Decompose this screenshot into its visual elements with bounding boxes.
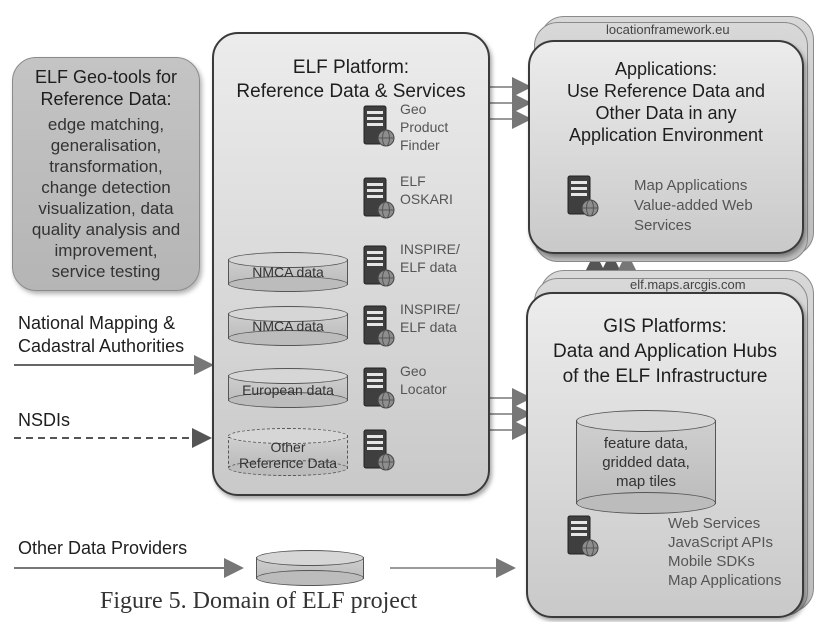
figure-caption: Figure 5. Domain of ELF project (100, 588, 418, 614)
gis-title: GIS Platforms: Data and Application Hubs… (553, 316, 777, 387)
geo-tools-item: improvement, (54, 241, 158, 260)
server-icon (362, 428, 395, 471)
geo-tools-list: edge matching, generalisation, transform… (13, 114, 199, 282)
nmca-database-2: NMCA data (228, 306, 348, 346)
geo-tools-item: quality analysis and (31, 220, 181, 239)
server-icon (362, 366, 395, 409)
geo-tools-box: ELF Geo-tools for Reference Data: edge m… (12, 57, 200, 291)
applications-title: Applications: Use Reference Data and Oth… (566, 59, 766, 145)
server-icon (362, 304, 395, 347)
geo-tools-item: edge matching, (47, 115, 165, 134)
geo-tools-item: change detection (41, 178, 171, 197)
nmca-database-1: NMCA data (228, 252, 348, 292)
nsdi-label: NSDIs (18, 410, 71, 430)
geo-tools-item: transformation, (49, 157, 163, 176)
server-icon (362, 176, 395, 219)
other-providers-database (256, 550, 364, 586)
server-icon (362, 104, 395, 147)
applications-server-icon (566, 174, 599, 217)
platform-title: ELF Platform: Reference Data & Services (236, 57, 466, 102)
applications-box: Applications: Use Reference Data and Oth… (528, 40, 804, 254)
gis-server-icon (566, 514, 599, 557)
applications-items: Map Applications Value-added Web Service… (634, 177, 753, 234)
european-database: European data (228, 368, 348, 408)
geo-tools-item: generalisation, (50, 136, 162, 155)
gis-items: Web Services JavaScript APIs Mobile SDKs… (668, 515, 782, 589)
server-icon (362, 244, 395, 287)
gis-database: feature data, gridded data, map tiles (576, 410, 716, 514)
platform-service-label: INSPIRE/ELF data (400, 301, 460, 335)
platform-service-label: INSPIRE/ELF data (400, 241, 460, 275)
applications-url: locationframework.eu (606, 22, 730, 37)
geo-tools-item: service testing (51, 262, 161, 281)
nmca-label: National Mapping & Cadastral Authorities (18, 313, 185, 356)
geo-tools-item: visualization, data (38, 199, 174, 218)
other-providers-label: Other Data Providers (18, 538, 188, 558)
geo-tools-title: ELF Geo-tools for Reference Data: (34, 67, 178, 109)
other-reference-database: Other Reference Data (228, 428, 348, 476)
gis-url: elf.maps.arcgis.com (630, 277, 746, 292)
